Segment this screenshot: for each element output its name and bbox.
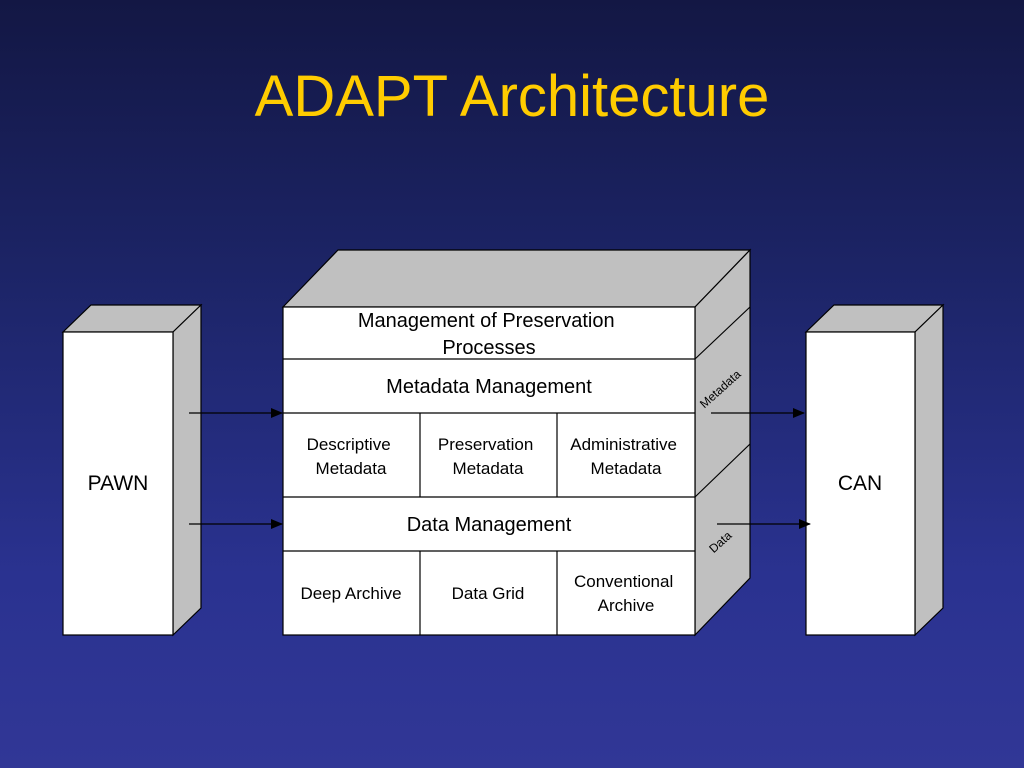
central-stack-top	[281, 249, 752, 308]
can-block: CAN	[804, 303, 945, 637]
side-divider-1	[694, 306, 751, 360]
slide-title: ADAPT Architecture	[254, 64, 770, 129]
can-block-face	[805, 331, 916, 636]
pawn-block-side	[172, 303, 202, 637]
central-stack-side	[694, 248, 751, 637]
preservation-metadata-cell: Preservation Metadata	[438, 435, 538, 478]
side-divider-2	[694, 443, 751, 498]
deep-archive-cell: Deep Archive	[300, 584, 401, 603]
conventional-archive-cell: Conventional Archive	[574, 572, 678, 615]
pawn-block-face	[62, 331, 174, 636]
pawn-block: PAWN	[61, 303, 203, 637]
management-processes-label: Management of Preservation Processes	[358, 310, 620, 359]
data-management-label: Data Management	[407, 514, 572, 536]
central-stack: Management of Preservation Processes Met…	[281, 248, 752, 637]
pawn-label: PAWN	[88, 472, 149, 495]
descriptive-metadata-cell: Descriptive Metadata	[307, 435, 396, 478]
metadata-management-label: Metadata Management	[386, 376, 592, 398]
can-block-side	[914, 303, 944, 637]
can-label: CAN	[838, 472, 882, 495]
central-stack-face	[282, 306, 696, 636]
administrative-metadata-cell: Administrative Metadata	[570, 435, 682, 478]
data-grid-cell: Data Grid	[452, 584, 525, 603]
